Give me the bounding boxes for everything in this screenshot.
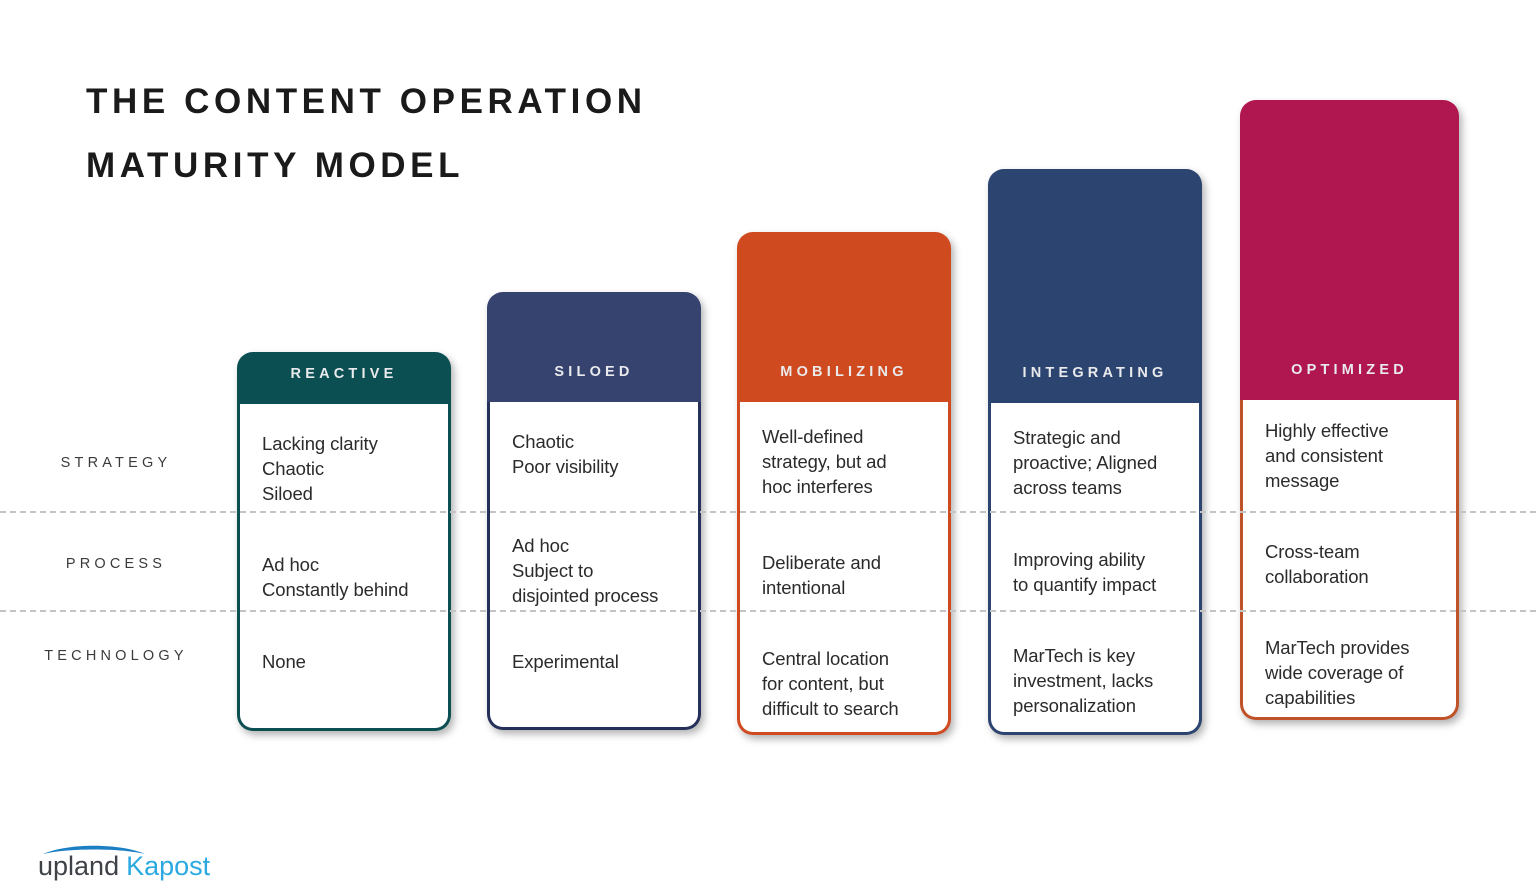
stage-card-reactive[interactable]: Reactive Lacking clarity Chaotic Siloed … (237, 352, 451, 731)
row-separator-process-technology (0, 610, 1536, 612)
page-title: The Content Operation Maturity Model (86, 70, 846, 198)
row-label-process: Process (65, 556, 167, 572)
logo-upland-text: upland (38, 851, 120, 881)
cell-siloed-process: Ad hoc Subject to disjointed process (512, 535, 659, 606)
stage-card-siloed[interactable]: Siloed Chaotic Poor visibility Ad hoc Su… (487, 292, 701, 730)
cell-reactive-process: Ad hoc Constantly behind (262, 554, 409, 600)
stage-card-integrating[interactable]: Integrating Strategic and proactive; Ali… (988, 169, 1202, 735)
cell-integrating-technology: MarTech is key investment, lacks persona… (1013, 645, 1154, 716)
stage-body-optimized: Highly effective and consistent message … (1240, 400, 1459, 720)
stage-body-mobilizing: Well-defined strategy, but ad hoc interf… (737, 402, 951, 735)
cell-optimized-strategy: Highly effective and consistent message (1265, 420, 1389, 491)
logo-kapost-text: Kapost (126, 851, 211, 881)
stage-body-siloed: Chaotic Poor visibility Ad hoc Subject t… (487, 402, 701, 730)
stage-header-siloed: Siloed (487, 292, 701, 402)
cell-reactive-strategy: Lacking clarity Chaotic Siloed (262, 433, 378, 504)
title-line-2: Maturity Model (86, 146, 465, 185)
cell-integrating-process: Improving ability to quantify impact (1013, 549, 1157, 595)
stage-header-mobilizing: Mobilizing (737, 232, 951, 402)
stage-label-siloed: Siloed (554, 364, 634, 380)
stage-card-mobilizing[interactable]: Mobilizing Well-defined strategy, but ad… (737, 232, 951, 735)
stage-header-integrating: Integrating (988, 169, 1202, 403)
title-line-1: The Content Operation (86, 82, 647, 121)
upland-swoosh-icon (43, 845, 145, 854)
row-label-technology: Technology (44, 648, 188, 664)
cell-mobilizing-process: Deliberate and intentional (762, 552, 881, 598)
cell-siloed-strategy: Chaotic Poor visibility (512, 431, 619, 477)
stage-header-reactive: Reactive (237, 352, 451, 404)
cell-mobilizing-technology: Central location for content, but diffic… (762, 648, 899, 719)
stage-body-reactive: Lacking clarity Chaotic Siloed Ad hoc Co… (237, 404, 451, 731)
stage-label-optimized: Optimized (1291, 362, 1408, 378)
row-label-strategy: Strategy (60, 455, 172, 471)
cell-optimized-technology: MarTech provides wide coverage of capabi… (1265, 637, 1410, 708)
cell-siloed-technology: Experimental (512, 651, 619, 672)
cell-mobilizing-strategy: Well-defined strategy, but ad hoc interf… (762, 426, 887, 497)
cell-optimized-process: Cross-team collaboration (1265, 541, 1369, 587)
stage-label-integrating: Integrating (1022, 365, 1168, 381)
stage-label-reactive: Reactive (290, 366, 398, 382)
cell-reactive-technology: None (262, 651, 306, 672)
stage-header-optimized: Optimized (1240, 100, 1459, 400)
stage-label-mobilizing: Mobilizing (780, 364, 908, 380)
stage-card-optimized[interactable]: Optimized Highly effective and consisten… (1240, 100, 1459, 720)
cell-integrating-strategy: Strategic and proactive; Aligned across … (1013, 427, 1158, 498)
row-separator-strategy-process (0, 511, 1536, 513)
stage-body-integrating: Strategic and proactive; Aligned across … (988, 403, 1202, 735)
